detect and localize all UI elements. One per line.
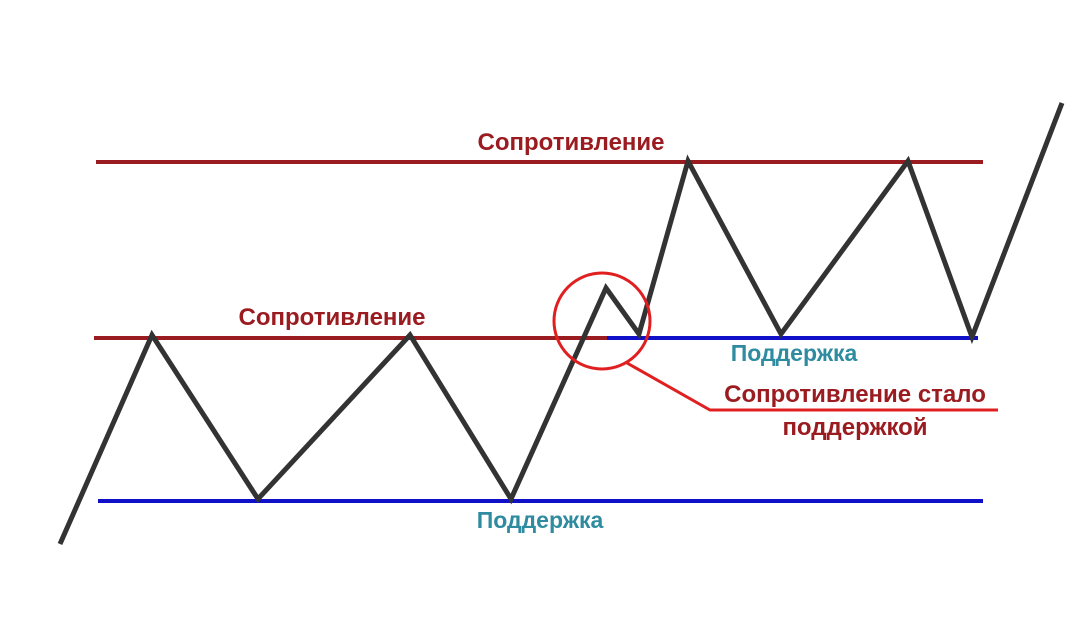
callout-connector (626, 361, 998, 412)
breakout-highlight-circle (552, 271, 652, 371)
callout-text-line2: поддержкой (782, 414, 927, 441)
resistance-label-top: Сопротивление (477, 129, 664, 156)
price-line (57, 102, 1065, 546)
callout-text-line1: Сопротивление стало (724, 381, 986, 408)
support-label-mid: Поддержка (731, 340, 858, 366)
support-label-bottom: Поддержка (477, 507, 604, 533)
resistance-label-mid: Сопротивление (238, 304, 425, 331)
